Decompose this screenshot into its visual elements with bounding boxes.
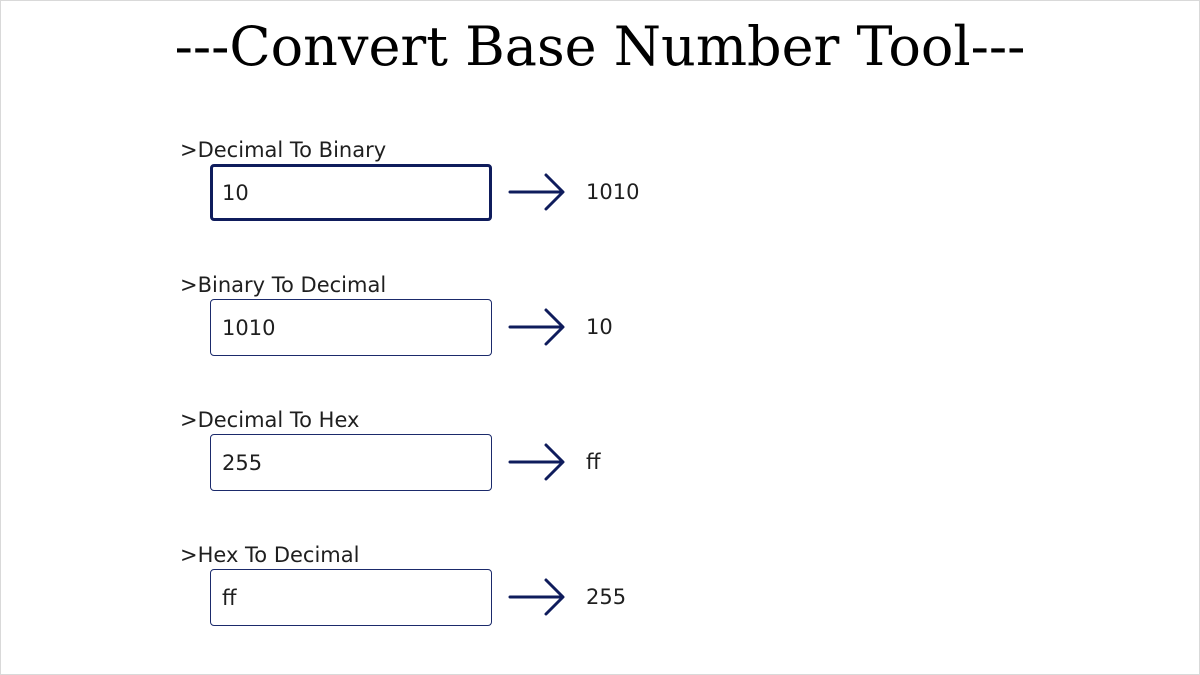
arrow-right-icon: [508, 308, 565, 346]
converter-label: >Binary To Decimal: [180, 273, 387, 297]
converter-hex-to-decimal: >Hex To Decimal 255: [180, 542, 880, 642]
converter-binary-to-decimal: >Binary To Decimal 10: [180, 272, 880, 372]
arrow-right-icon: [508, 173, 565, 211]
arrow-right-icon: [508, 578, 565, 616]
binary-to-decimal-result: 10: [586, 315, 613, 339]
converter-decimal-to-hex: >Decimal To Hex ff: [180, 407, 880, 507]
arrow-right-icon: [508, 443, 565, 481]
decimal-to-hex-result: ff: [586, 450, 601, 474]
converter-label: >Hex To Decimal: [180, 543, 360, 567]
hex-to-decimal-result: 255: [586, 585, 627, 609]
page-title: ---Convert Base Number Tool---: [174, 15, 1026, 78]
hex-to-decimal-input[interactable]: [210, 569, 492, 626]
decimal-to-binary-input[interactable]: [210, 164, 492, 221]
decimal-to-binary-result: 1010: [586, 180, 640, 204]
converter-label: >Decimal To Binary: [180, 138, 387, 162]
decimal-to-hex-input[interactable]: [210, 434, 492, 491]
binary-to-decimal-input[interactable]: [210, 299, 492, 356]
converter-label: >Decimal To Hex: [180, 408, 360, 432]
